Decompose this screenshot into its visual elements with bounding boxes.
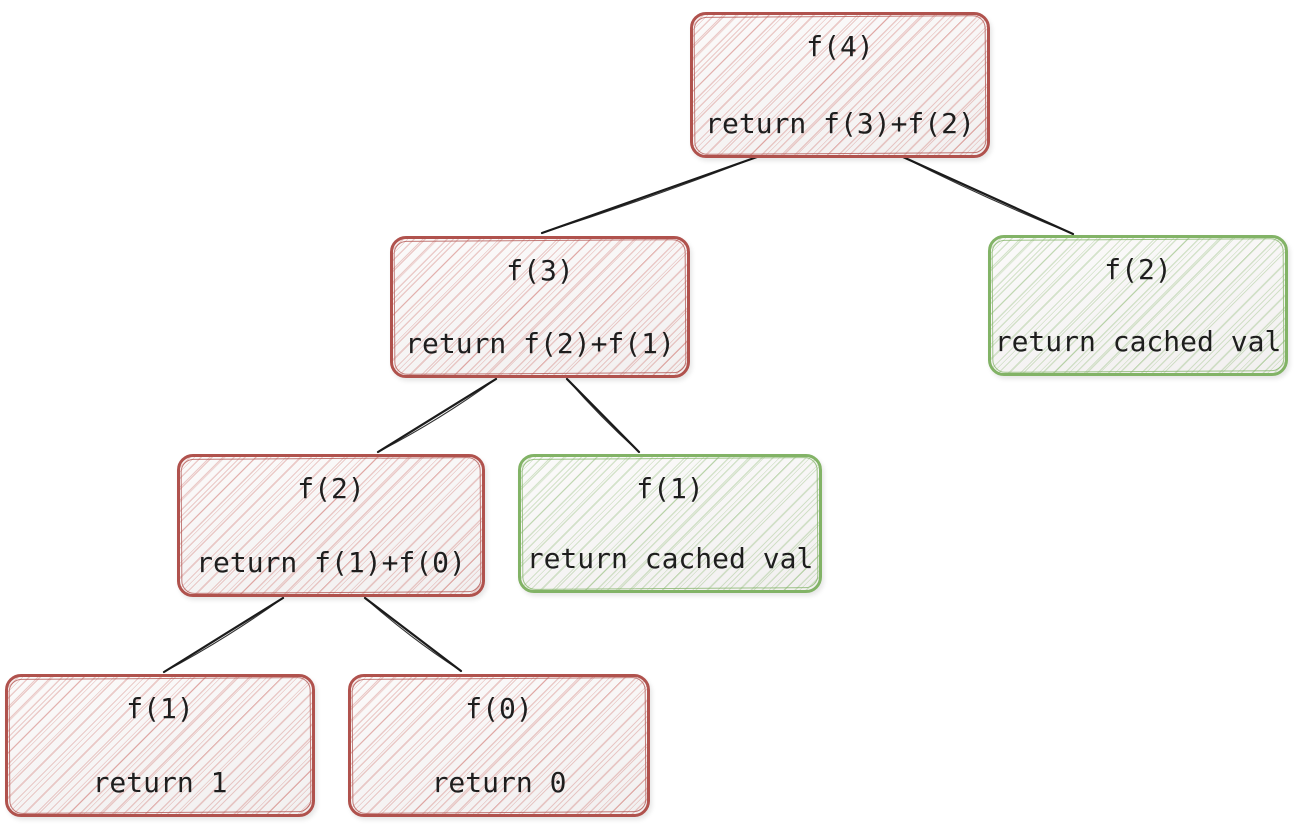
node-f0: f(0) return 0 — [348, 674, 650, 817]
node-body: return f(1)+f(0) — [196, 546, 466, 579]
node-title: f(2) — [297, 472, 365, 505]
node-title: f(3) — [506, 254, 574, 287]
edge-f4-f2cached — [901, 155, 1075, 236]
node-f2: f(2) return f(1)+f(0) — [177, 454, 485, 597]
node-f2-cached: f(2) return cached val — [988, 235, 1288, 376]
node-title: f(1) — [636, 472, 704, 505]
edge-f3-f1cached-stroke2 — [566, 378, 640, 453]
node-f1-cached: f(1) return cached val — [518, 454, 822, 593]
node-title: f(0) — [465, 692, 533, 725]
edge-f4-f3-stroke2 — [541, 156, 758, 234]
node-body: return f(2)+f(1) — [405, 327, 675, 360]
node-f1: f(1) return 1 — [5, 674, 315, 817]
edge-f3-f2 — [376, 377, 498, 454]
edge-f3-f1cached — [565, 377, 641, 454]
edge-f2-f1-stroke2 — [163, 597, 284, 673]
edge-f2-f0-stroke2 — [364, 597, 462, 672]
node-body: return 1 — [92, 766, 228, 799]
edge-f4-f2cached-stroke2 — [902, 156, 1074, 235]
node-title: f(4) — [806, 30, 874, 63]
node-f4: f(4) return f(3)+f(2) — [690, 12, 990, 158]
edge-f2-f0 — [363, 596, 463, 673]
node-body: return cached val — [526, 542, 814, 575]
node-body: return 0 — [431, 766, 567, 799]
node-title: f(2) — [1104, 253, 1172, 286]
node-f3: f(3) return f(2)+f(1) — [390, 236, 690, 378]
edge-f2-f1 — [162, 596, 285, 674]
node-body: return cached val — [994, 325, 1282, 358]
node-body: return f(3)+f(2) — [705, 107, 975, 140]
node-title: f(1) — [126, 692, 194, 725]
edge-f4-f3 — [540, 155, 759, 235]
edge-f3-f2-stroke2 — [377, 378, 497, 453]
